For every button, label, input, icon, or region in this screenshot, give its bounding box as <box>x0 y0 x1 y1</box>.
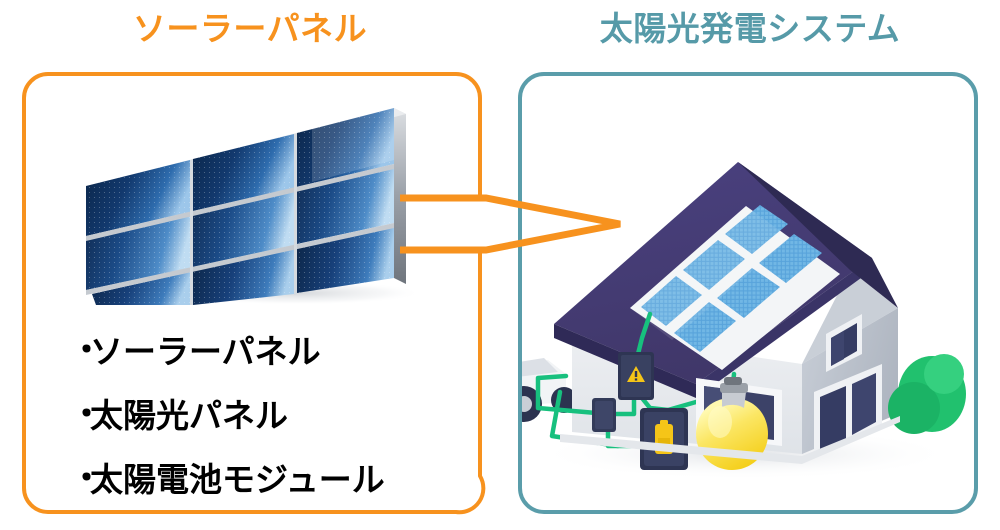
roof-ridge-edge <box>696 258 872 398</box>
solar-panel-card: ・ ソーラーパネル ・ 太陽光パネル ・ 太陽電池モジュール <box>22 72 488 515</box>
bullet-marker: ・ <box>70 394 103 432</box>
inverter-box <box>618 352 654 400</box>
bullet-marker: ・ <box>70 330 103 368</box>
list-item: ・ 太陽光パネル <box>70 381 470 445</box>
house-base <box>560 416 900 464</box>
synonym-list: ・ ソーラーパネル ・ 太陽光パネル ・ 太陽電池モジュール <box>70 317 470 509</box>
house-pv-system-illustration <box>522 162 966 480</box>
list-item-label: 太陽電池モジュール <box>90 461 385 498</box>
solar-panel-illustration <box>86 108 422 305</box>
battery-storage-box <box>640 408 688 470</box>
list-item-label: ソーラーパネル <box>90 333 321 370</box>
list-item: ・ 太陽電池モジュール <box>70 445 470 509</box>
roof-solar-panel-array <box>630 205 840 370</box>
roof-back-slope <box>738 162 898 308</box>
page-title-left: ソーラーパネル <box>132 10 368 47</box>
meter-box <box>592 398 616 432</box>
pv-system-card <box>518 72 978 514</box>
page-title-right: 太陽光発電システム <box>599 10 901 47</box>
list-item-label: 太陽光パネル <box>90 397 288 434</box>
list-item: ・ ソーラーパネル <box>70 317 470 381</box>
bush <box>888 354 966 434</box>
bullet-marker: ・ <box>70 458 103 496</box>
